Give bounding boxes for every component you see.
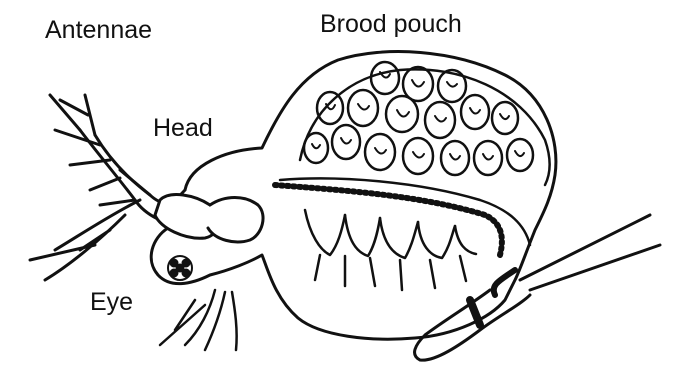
antennule xyxy=(208,198,263,242)
mouthparts xyxy=(160,290,237,350)
eggs xyxy=(304,62,533,175)
head-label: Head xyxy=(153,114,213,143)
eye-label: Eye xyxy=(90,288,133,317)
thoracic-limbs xyxy=(305,210,476,290)
brood-pouch-label: Brood pouch xyxy=(320,10,462,39)
antennae-label: Antennae xyxy=(45,16,152,45)
eye-icon xyxy=(168,256,192,280)
